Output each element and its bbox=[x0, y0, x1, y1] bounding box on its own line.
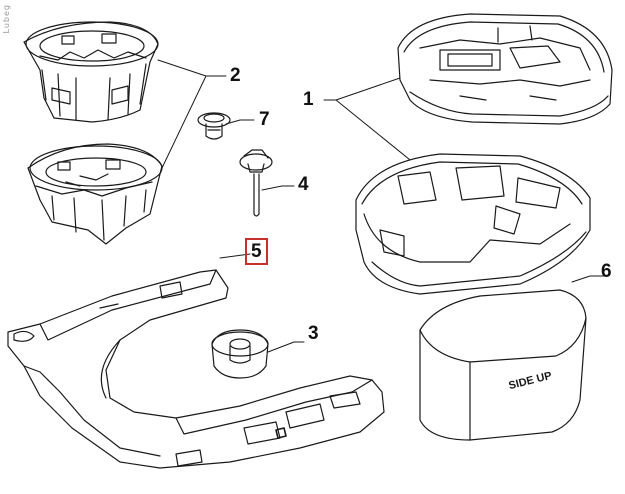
part-2-support-lower bbox=[27, 143, 163, 245]
part-7-clip bbox=[197, 112, 255, 140]
part-6-cover-bag bbox=[419, 275, 605, 441]
watermark-logo-text: Lubeg bbox=[2, 4, 11, 34]
callout-5-highlighted[interactable]: 5 bbox=[245, 238, 268, 265]
callout-1[interactable]: 1 bbox=[303, 89, 314, 110]
callout-3[interactable]: 3 bbox=[308, 323, 319, 344]
part-5-bracket bbox=[7, 253, 385, 469]
callout-6[interactable]: 6 bbox=[601, 261, 612, 282]
callout-2[interactable]: 2 bbox=[230, 65, 241, 86]
leader-lines-part-1 bbox=[323, 77, 421, 169]
callout-4[interactable]: 4 bbox=[298, 174, 309, 195]
part-3-spacer bbox=[211, 329, 305, 379]
part-2-support-upper bbox=[23, 21, 159, 123]
part-1-tray-top bbox=[397, 13, 613, 125]
part-1-well-bottom bbox=[355, 153, 591, 295]
part-4-bolt bbox=[239, 149, 295, 217]
leader-lines-part-2 bbox=[157, 59, 227, 169]
callout-7[interactable]: 7 bbox=[259, 109, 270, 130]
